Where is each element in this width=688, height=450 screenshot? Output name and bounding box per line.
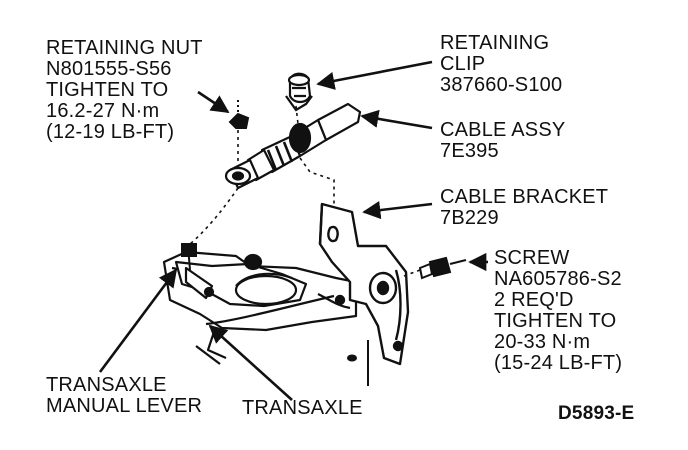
leader-arrows — [98, 60, 488, 401]
screw-line2: NA605786-S2 — [494, 268, 622, 290]
cable-assy-line2: 7E395 — [440, 140, 499, 162]
retaining-clip-callout: RETAINING CLIP 387660-S100 — [440, 33, 562, 96]
transaxle-line1: TRANSAXLE — [242, 397, 363, 419]
screw-part — [418, 256, 467, 280]
transaxle-manual-lever — [174, 253, 308, 308]
retaining-nut-line4: 16.2-27 N·m — [46, 100, 160, 122]
screw-callout: SCREW NA605786-S2 2 REQ'D TIGHTEN TO 20-… — [494, 248, 622, 374]
screw-line5: 20-33 N·m — [494, 331, 591, 353]
retaining-clip-line2: CLIP — [440, 53, 486, 75]
screw-line4: TIGHTEN TO — [494, 310, 617, 332]
transaxle-lever-line1: TRANSAXLE — [46, 374, 167, 396]
screw-line6: (15-24 LB-FT) — [494, 352, 623, 374]
retaining-clip-line3: 387660-S100 — [440, 74, 563, 96]
retaining-clip-line1: RETAINING — [440, 32, 550, 54]
assembly-dashed-lines — [189, 105, 421, 277]
retaining-nut-line1: RETAINING NUT — [46, 37, 203, 59]
lever-stud — [181, 243, 197, 271]
transaxle-manual-lever-callout: TRANSAXLE MANUAL LEVER — [46, 375, 202, 417]
transaxle-lever-line2: MANUAL LEVER — [46, 395, 203, 417]
retaining-clip — [285, 72, 313, 112]
cable-assembly — [224, 102, 362, 190]
cable-bracket-callout: CABLE BRACKET 7B229 — [440, 187, 608, 229]
screw-line1: SCREW — [494, 247, 570, 269]
washers — [336, 297, 357, 362]
cable-assy-line1: CABLE ASSY — [440, 119, 566, 141]
retaining-nut-line3: TIGHTEN TO — [46, 79, 169, 101]
transaxle-callout: TRANSAXLE — [242, 398, 363, 419]
retaining-nut-line2: N801555-S56 — [46, 58, 172, 80]
cable-bracket — [318, 202, 410, 366]
screw-line3: 2 REQ'D — [494, 289, 574, 311]
retaining-nut-callout: RETAINING NUT N801555-S56 TIGHTEN TO 16.… — [46, 38, 203, 143]
cable-bracket-line1: CABLE BRACKET — [440, 186, 609, 208]
retaining-nut-line5: (12-19 LB-FT) — [46, 121, 175, 143]
figure-id: D5893-E — [558, 403, 635, 424]
cable-bracket-line2: 7B229 — [440, 207, 499, 229]
retaining-nut-part — [228, 100, 250, 129]
cable-assy-callout: CABLE ASSY 7E395 — [440, 120, 565, 162]
